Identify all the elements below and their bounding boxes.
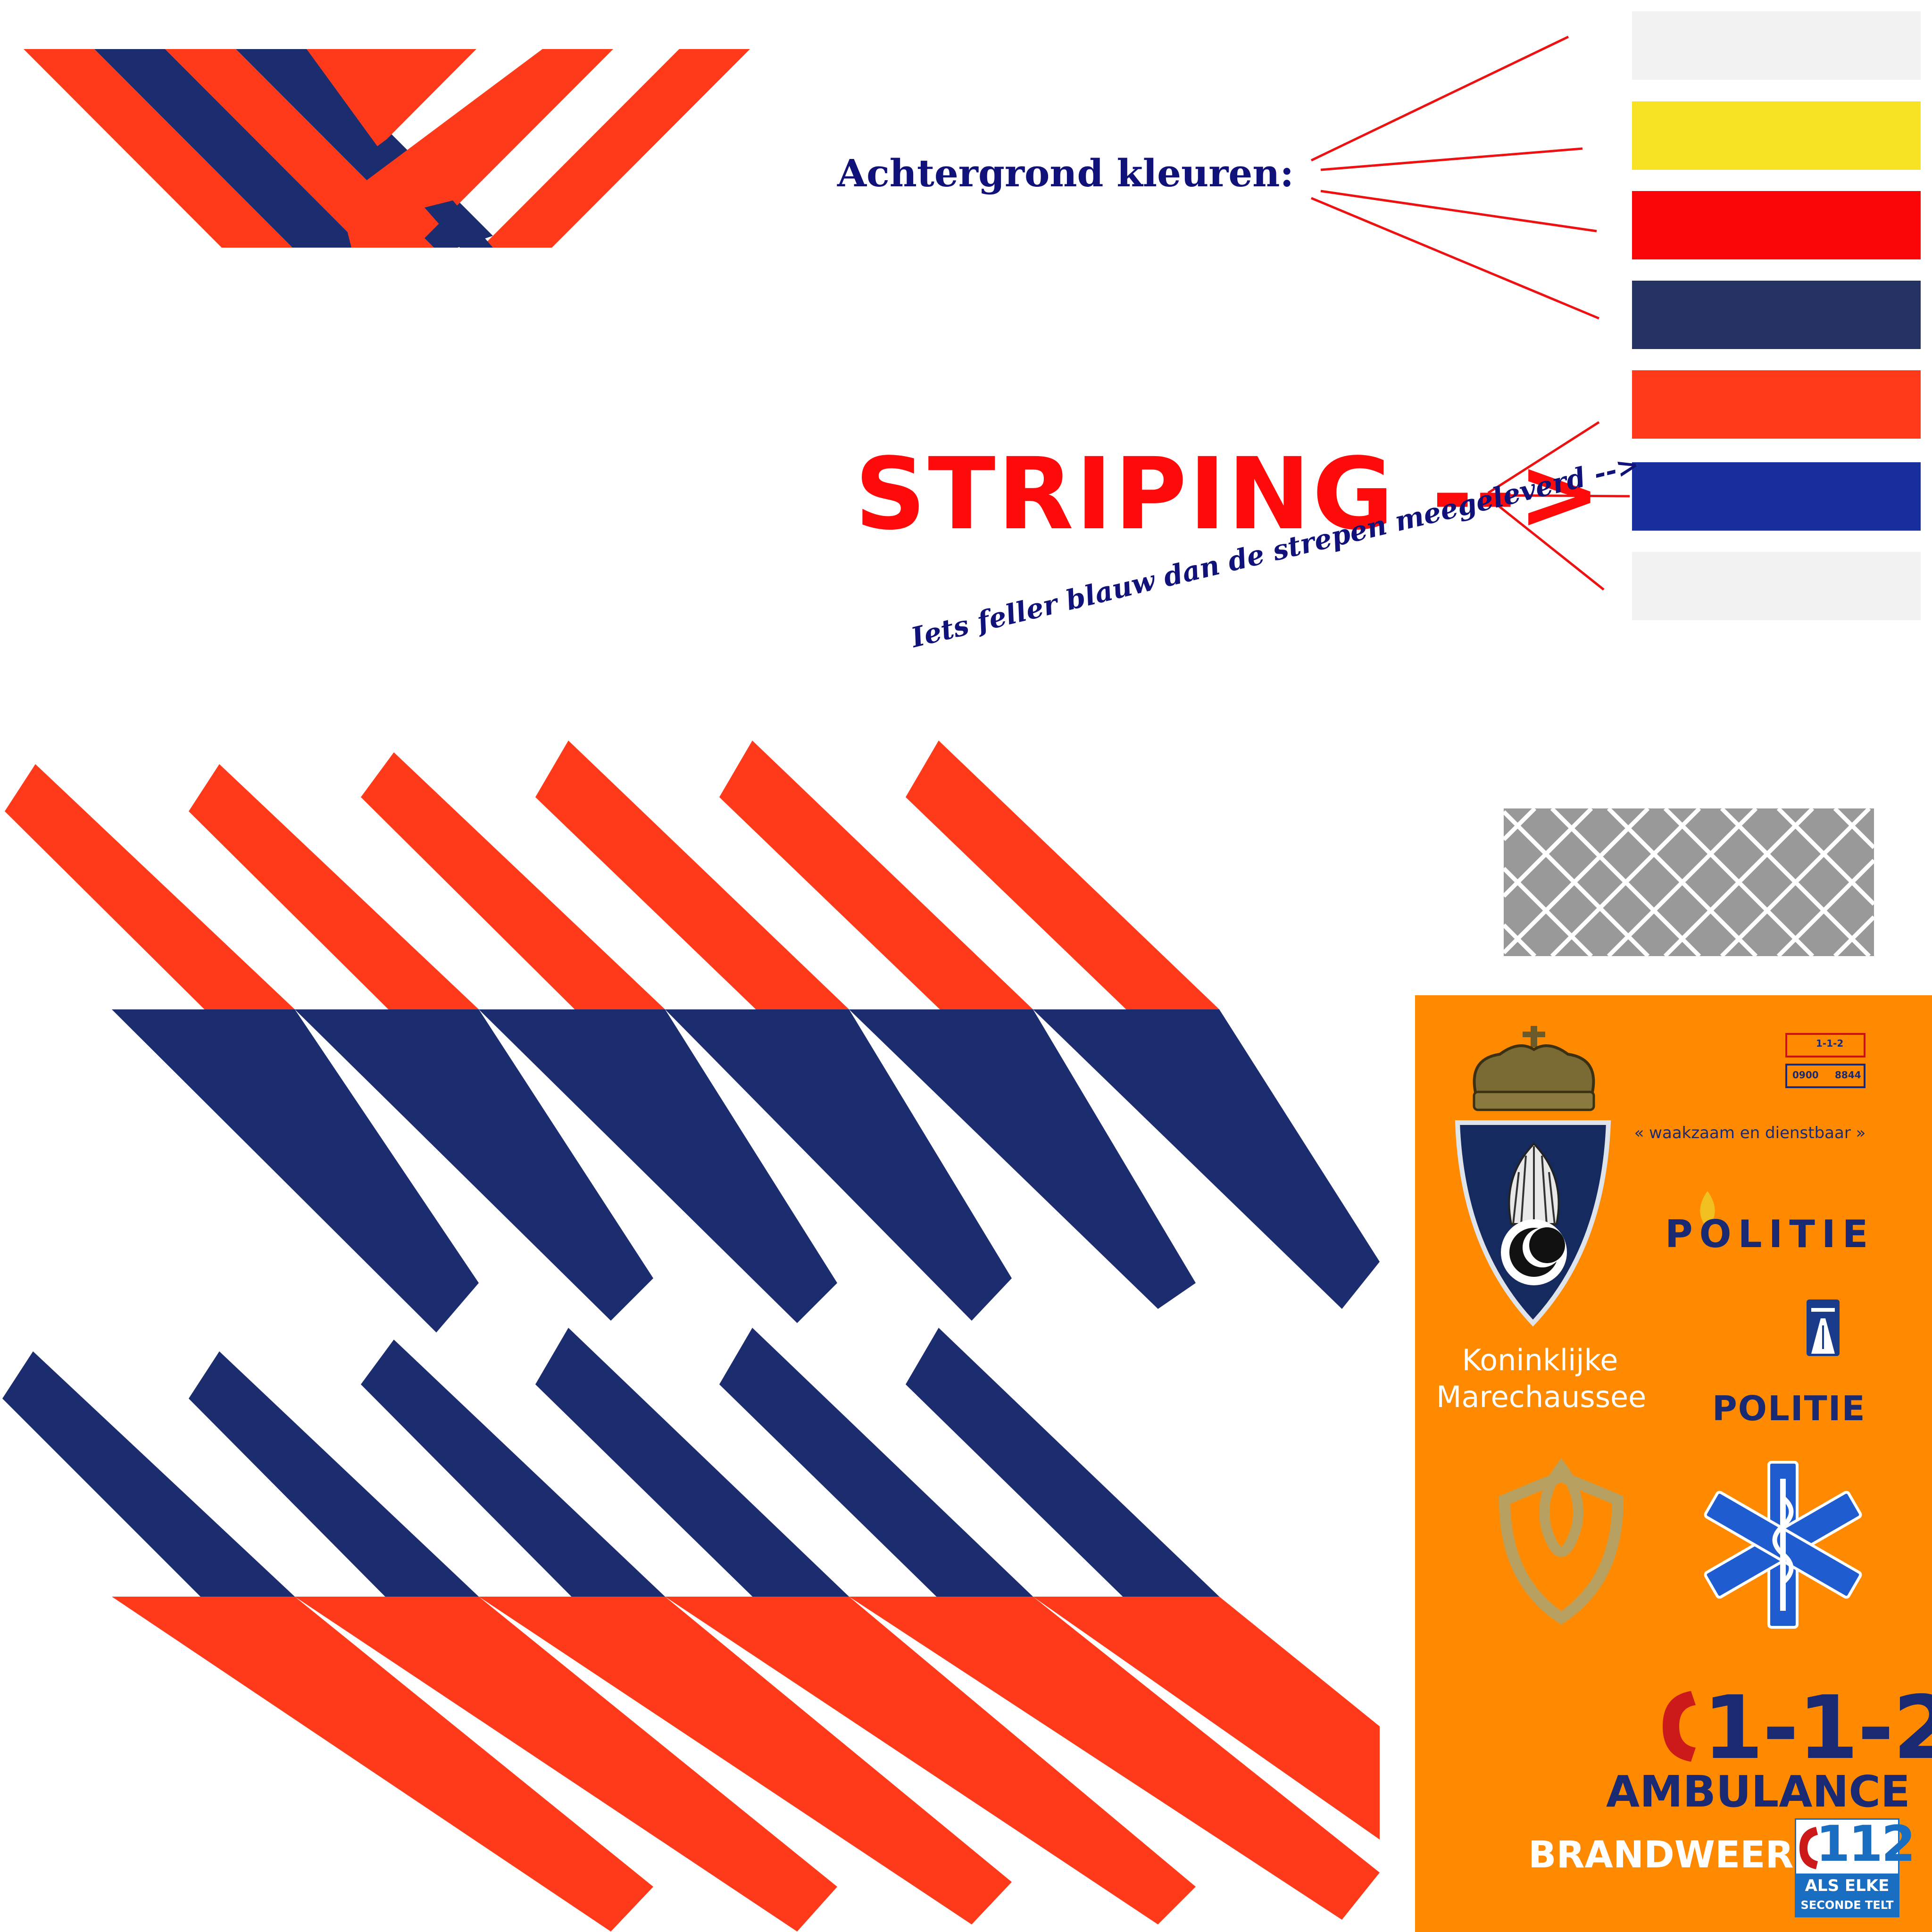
- phone-decal-number-text-2: 8844: [1835, 1069, 1861, 1081]
- phone-handset-icon: [1663, 1691, 1696, 1762]
- flame-icon: [1700, 1191, 1715, 1226]
- brandweer-label: BRANDWEER: [1528, 1834, 1794, 1876]
- chevron-stripe-pattern: [24, 49, 750, 248]
- diagonal-stripe: [479, 1597, 1012, 1924]
- reflective-pattern-tile: [1502, 807, 1876, 958]
- striping-swatch-white: [1632, 552, 1921, 620]
- crown-icon: [1473, 1026, 1595, 1111]
- background-swatch-yellow: [1632, 101, 1921, 170]
- diagonal-stripe: [112, 1597, 653, 1932]
- badge-footer: [1796, 1874, 1898, 1916]
- phone-decal-112-text: 1-1-2: [1816, 1038, 1844, 1049]
- chevron-stripe: [94, 49, 363, 248]
- striping-pointer-lines: [1487, 421, 1630, 591]
- badge-number: 112: [1816, 1815, 1915, 1873]
- kmar-label-line2: Marechaussee: [1436, 1380, 1647, 1414]
- phone-decal-number-text-1: 0900: [1792, 1069, 1819, 1081]
- ambulance-label: AMBULANCE: [1606, 1766, 1910, 1817]
- chevron-stripe: [481, 49, 750, 248]
- chevron-stripe: [340, 49, 613, 248]
- brandweer-logo-icon: [1499, 1458, 1624, 1625]
- background-colors-heading: Achtergrond kleuren:: [837, 151, 1294, 195]
- politie-logo-text: POLITIE: [1665, 1212, 1875, 1256]
- kmar-label-line1: Koninklijke: [1462, 1343, 1618, 1377]
- diagonal-stripe: [295, 1597, 837, 1932]
- politie-text: POLITIE: [1712, 1389, 1866, 1428]
- diagonal-stripe: [665, 1009, 1012, 1321]
- background-swatch-white: [1632, 11, 1921, 80]
- marechaussee-emblem: [1455, 1026, 1611, 1327]
- chevron-stripe: [24, 49, 292, 248]
- striping-swatch-blue: [1632, 462, 1921, 531]
- diagonal-stripe: [1033, 1009, 1380, 1309]
- highway-icon: [1807, 1299, 1840, 1356]
- badge-phone-icon: [1799, 1827, 1818, 1869]
- grenade-icon: [1501, 1142, 1567, 1285]
- background-swatch-red: [1632, 191, 1921, 259]
- diagonal-stripe: [1033, 1597, 1380, 1840]
- diagonal-stripe: [295, 1009, 653, 1321]
- politie-motto: « waakzaam en dienstbaar »: [1634, 1124, 1866, 1142]
- diagonal-stripe: [849, 1597, 1380, 1920]
- diagonal-stripe-block-upper: [5, 741, 1380, 1332]
- emergency-number: 1-1-2: [1703, 1677, 1932, 1779]
- diagonal-stripe: [665, 1597, 1196, 1924]
- background-swatch-navy: [1632, 281, 1921, 349]
- striping-heading: STRIPING -->: [855, 436, 1603, 552]
- background-pointer-lines: [1310, 35, 1599, 320]
- phone-decal-number: [1785, 1064, 1865, 1088]
- chevron-stripe: [425, 200, 493, 248]
- diagonal-stripe: [112, 1009, 479, 1332]
- badge-line1: ALS ELKE: [1805, 1876, 1890, 1895]
- badge-line2: SECONDE TELT: [1800, 1899, 1894, 1912]
- star-of-life-icon: [1704, 1461, 1862, 1629]
- diagonal-stripe-block-lower: [2, 1328, 1380, 1932]
- phone-decal-112: [1785, 1033, 1865, 1058]
- diagonal-stripe: [849, 1009, 1196, 1309]
- diagonal-stripe: [479, 1009, 837, 1323]
- striping-swatch-orange: [1632, 370, 1921, 439]
- chevron-stripe: [307, 49, 476, 146]
